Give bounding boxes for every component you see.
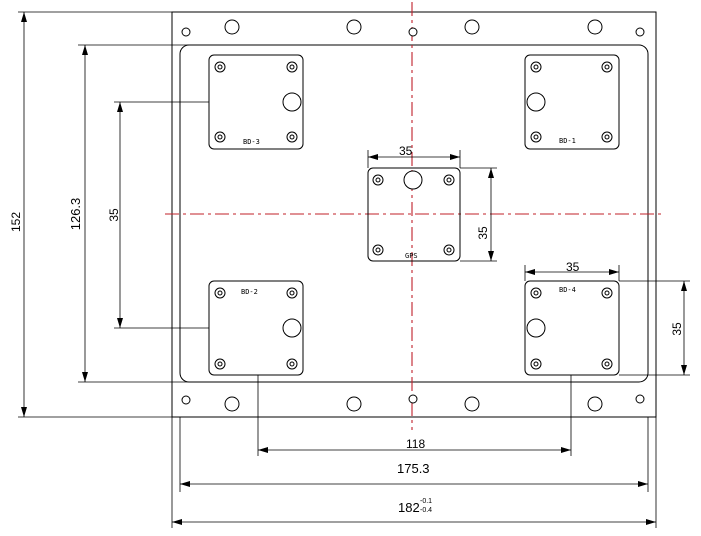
- large-hole: [346, 396, 362, 412]
- connector-hole: [282, 92, 302, 112]
- large-hole: [224, 396, 240, 412]
- module-gps: GPS: [367, 167, 461, 262]
- module-label-bd4: BD-4: [559, 286, 576, 294]
- tolerance-upper: -0.1: [420, 498, 432, 505]
- dimension-label: 118: [406, 437, 425, 451]
- dimension-inner-width: 175.3: [179, 417, 649, 492]
- dimension-overall-width: 182 -0.1 -0.4: [171, 417, 657, 528]
- connector-hole: [526, 318, 546, 338]
- small-hole: [635, 27, 645, 37]
- dimension-label: 126.3: [68, 198, 83, 231]
- dimension-label: 35: [399, 144, 413, 158]
- connector-hole: [403, 170, 423, 190]
- module-label-gps: GPS: [405, 252, 418, 260]
- dimension-label: 35: [107, 208, 121, 222]
- large-hole: [464, 396, 480, 412]
- small-hole: [635, 394, 645, 404]
- small-hole: [408, 394, 418, 404]
- dimension-gps-height: 35: [460, 167, 497, 262]
- module-label-bd2: BD-2: [241, 288, 258, 296]
- small-hole: [181, 27, 191, 37]
- module-bd3: BD-3: [208, 54, 304, 150]
- dimension-label: 182: [398, 500, 420, 515]
- module-bd1: BD-1: [524, 54, 620, 150]
- module-label-bd3: BD-3: [243, 138, 260, 146]
- large-hole: [346, 19, 362, 35]
- dimension-gps-width: 35: [367, 144, 461, 168]
- dimension-label: 152: [9, 212, 23, 232]
- dimension-hole-span: 118: [257, 375, 572, 456]
- dimension-label: 175.3: [397, 461, 430, 476]
- dimension-label: 35: [476, 226, 490, 240]
- tolerance-lower: -0.4: [420, 507, 432, 514]
- module-bd2: BD-2: [208, 280, 304, 376]
- small-hole: [181, 395, 191, 405]
- dimension-inner-height: 126.3: [68, 44, 190, 383]
- module-bd4: BD-4: [524, 280, 620, 376]
- dimension-bd4-height: 35: [619, 280, 690, 376]
- large-hole: [224, 19, 240, 35]
- dimension-label: 35: [670, 322, 684, 336]
- connector-hole: [526, 92, 546, 112]
- dimension-module-pitch: 35: [107, 101, 209, 329]
- large-hole: [587, 19, 603, 35]
- small-hole: [408, 27, 418, 37]
- dimension-label: 35: [566, 260, 580, 274]
- bottom-border-holes: [181, 394, 645, 412]
- large-hole: [464, 19, 480, 35]
- dimension-bd4-width: 35: [524, 260, 620, 281]
- module-label-bd1: BD-1: [559, 137, 576, 145]
- dimension-overall-height: 152: [9, 11, 172, 418]
- large-hole: [587, 396, 603, 412]
- top-border-holes: [181, 19, 645, 37]
- connector-hole: [282, 318, 302, 338]
